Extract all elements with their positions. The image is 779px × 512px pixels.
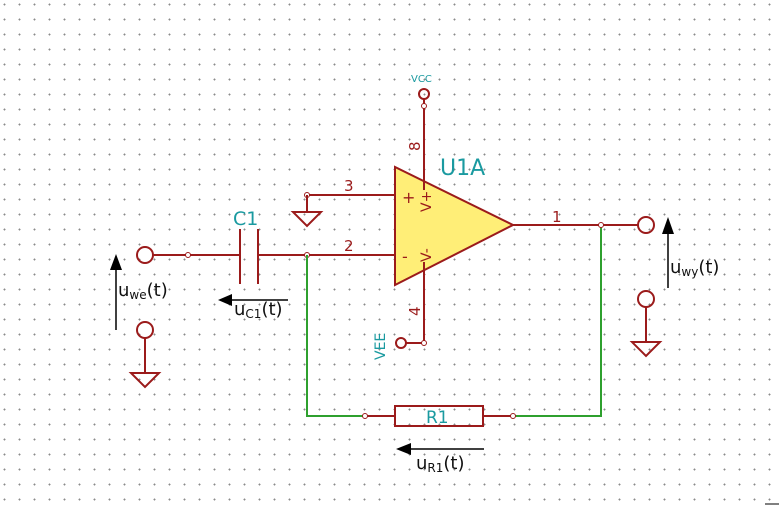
- input-voltage-label: uwe(t): [118, 280, 168, 302]
- resistor-voltage-label: uR1(t): [416, 453, 465, 475]
- opamp-u1a[interactable]: [394, 165, 516, 287]
- input-voltage-arrow: [110, 254, 122, 330]
- feedback-wire-right: [513, 225, 602, 417]
- resistor-r1[interactable]: [362, 405, 516, 427]
- vcc-label: VCC: [411, 74, 432, 85]
- output-voltage-arrow: [662, 217, 674, 288]
- output-wire: [513, 222, 638, 228]
- output-ground-terminal[interactable]: [629, 290, 663, 358]
- output-voltage-label: uwy(t): [670, 257, 719, 279]
- capacitor-c1[interactable]: [239, 229, 395, 284]
- resistor-voltage-arrow: [396, 443, 484, 455]
- feedback-wire-left: [306, 255, 365, 417]
- opamp-plus-symbol: +: [402, 188, 415, 207]
- opamp-vplus-symbol: V+: [419, 191, 435, 212]
- pin-number-8: 8: [406, 141, 424, 151]
- pin-number-2: 2: [344, 237, 354, 255]
- opamp-minus-symbol: -: [402, 247, 408, 266]
- output-terminal[interactable]: [637, 216, 655, 234]
- opamp-vminus-symbol: V-: [419, 248, 435, 262]
- pin-number-4: 4: [406, 306, 424, 316]
- capacitor-voltage-label: uC1(t): [234, 299, 283, 321]
- input-terminal[interactable]: [136, 246, 240, 264]
- pin-number-1: 1: [552, 208, 562, 226]
- pin-number-3: 3: [344, 177, 354, 195]
- pin3-ground-symbol: [290, 211, 324, 228]
- vcc-supply[interactable]: [418, 88, 430, 190]
- input-ground-terminal[interactable]: [128, 321, 162, 389]
- capacitor-voltage-arrow: [218, 294, 288, 306]
- opamp-ref-label: U1A: [440, 156, 485, 181]
- non-inverting-input-wire: [290, 192, 395, 228]
- vee-supply[interactable]: [395, 262, 427, 349]
- vee-label: VEE: [373, 333, 389, 360]
- resistor-ref-label: R1: [426, 408, 449, 428]
- capacitor-ref-label: C1: [233, 208, 258, 230]
